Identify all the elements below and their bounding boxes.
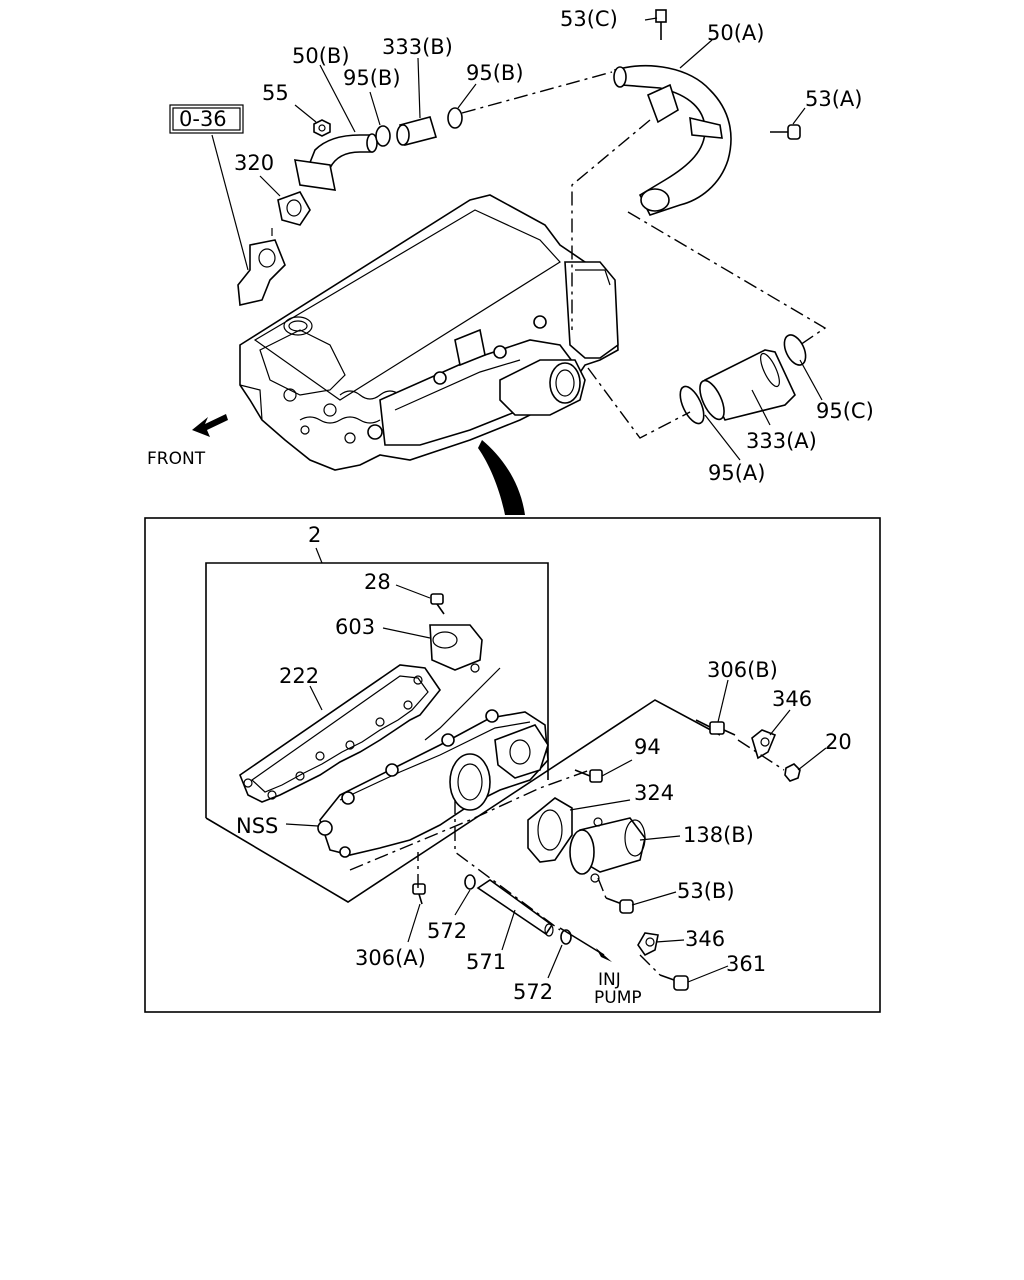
label-94: 94 — [634, 735, 661, 759]
label-320: 320 — [234, 151, 274, 175]
bracket-2 — [205, 562, 721, 903]
label-306a: 306(A) — [355, 946, 426, 970]
ref-box: 0-36 — [169, 104, 244, 134]
inj-pump-arrow-icon — [559, 927, 612, 962]
label-346-top: 346 — [772, 687, 812, 711]
centerline-bottom-4 — [737, 739, 785, 771]
centerline-top-4 — [587, 367, 691, 439]
bolt-306a — [412, 883, 426, 905]
label-572-top: 572 — [427, 919, 467, 943]
front-arrow-icon — [192, 414, 228, 437]
bolt-53a — [770, 124, 801, 140]
pipe-50b — [293, 133, 378, 191]
label-front: FRONT — [147, 449, 206, 469]
label-138b: 138(B) — [683, 823, 754, 847]
centerline-bottom-2 — [454, 800, 561, 931]
label-333a: 333(A) — [746, 429, 817, 453]
centerline-top-3 — [627, 211, 827, 346]
label-361: 361 — [726, 952, 766, 976]
label-95b-1: 95(B) — [343, 66, 401, 90]
label-28: 28 — [364, 570, 391, 594]
bolt-94 — [574, 769, 603, 783]
bolt-361 — [659, 974, 689, 991]
label-603: 603 — [335, 615, 375, 639]
centerline-bottom-1 — [349, 769, 591, 871]
label-53a: 53(A) — [805, 87, 862, 111]
intake-manifold — [317, 709, 549, 858]
ref-box-label: 0-36 — [179, 107, 227, 131]
curved-arrow-icon — [478, 440, 525, 515]
clamp-346-bottom — [637, 932, 659, 957]
label-pump: PUMP — [594, 988, 642, 1008]
pipe-50a — [613, 64, 732, 216]
pipe-138b — [569, 817, 646, 883]
engine-assembly — [239, 194, 619, 471]
label-53c: 53(C) — [560, 7, 618, 31]
label-95c: 95(C) — [816, 399, 874, 423]
label-95b-2: 95(B) — [466, 61, 524, 85]
label-50a: 50(A) — [707, 21, 764, 45]
leader-lines-bottom — [285, 584, 827, 983]
label-20: 20 — [825, 730, 852, 754]
label-95a: 95(A) — [708, 461, 765, 485]
label-nss: NSS — [236, 814, 278, 838]
centerline-top-2 — [571, 119, 651, 330]
nut-20 — [784, 763, 801, 782]
label-333b: 333(B) — [382, 35, 453, 59]
gasket-320 — [277, 191, 311, 226]
ref-0-36-component — [237, 228, 286, 306]
leader-2 — [315, 547, 323, 564]
valve-603 — [424, 624, 501, 741]
label-571: 571 — [466, 950, 506, 974]
clamp-346-top — [751, 729, 777, 760]
label-222: 222 — [279, 664, 319, 688]
centerline-bottom-6 — [639, 954, 661, 976]
label-55: 55 — [262, 81, 289, 105]
nut-55 — [313, 119, 331, 137]
detail-frame — [144, 517, 881, 1013]
bolt-306b — [695, 719, 736, 736]
label-572-bottom: 572 — [513, 980, 553, 1004]
rod-571 — [476, 879, 554, 937]
bolt-53b — [605, 897, 634, 914]
hose-333a — [679, 334, 807, 425]
bolt-53c — [655, 9, 667, 40]
gasket-324 — [527, 797, 573, 863]
leader-lines-top — [211, 17, 823, 461]
centerline-bottom-5 — [597, 877, 607, 899]
gasket-222 — [239, 664, 441, 803]
hose-333b — [375, 107, 463, 147]
label-inj: INJ — [598, 970, 621, 990]
label-50b: 50(B) — [292, 44, 350, 68]
label-2: 2 — [308, 523, 321, 547]
centerline-top-1 — [461, 71, 613, 114]
label-306b: 306(B) — [707, 658, 778, 682]
label-324: 324 — [634, 781, 674, 805]
label-346-bottom: 346 — [685, 927, 725, 951]
clamp-572-top — [464, 874, 476, 890]
label-53b: 53(B) — [677, 879, 735, 903]
bolt-28 — [430, 593, 445, 615]
